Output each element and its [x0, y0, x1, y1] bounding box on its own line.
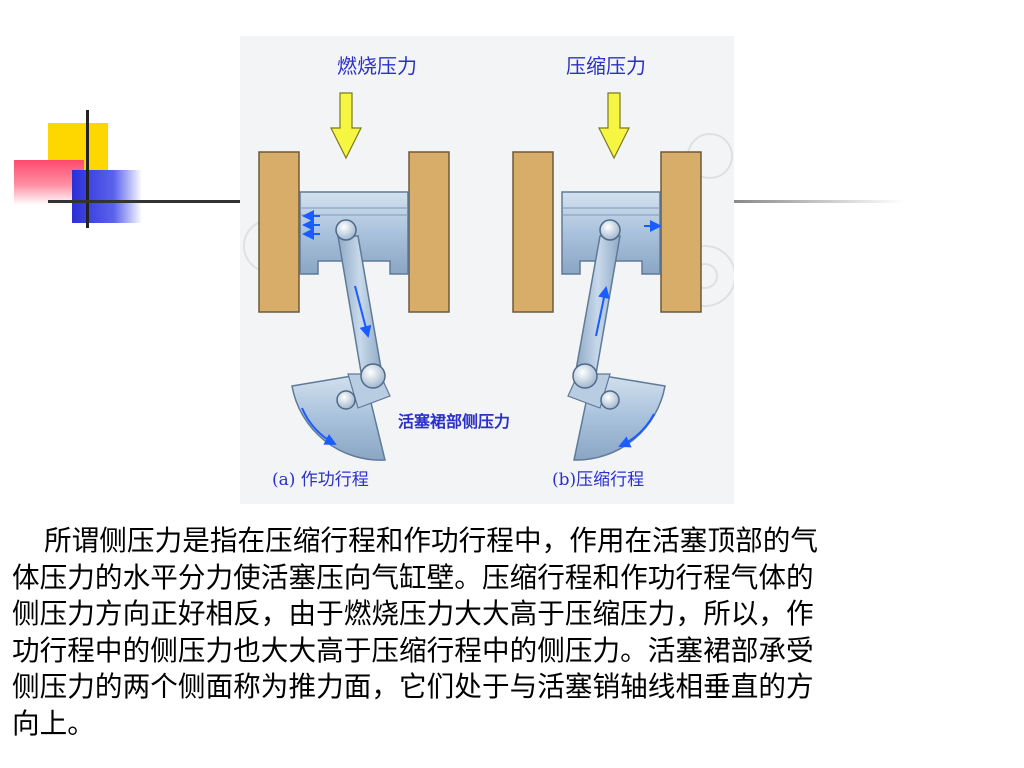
piston-diagram: 燃烧压力 (a) 作功行程 压缩压力: [240, 36, 734, 504]
paragraph-line: 侧压力的两个侧面称为推力面，它们处于与活塞销轴线相垂直的方: [12, 670, 814, 704]
paragraph-line: 侧压力方向正好相反，由于燃烧压力大大高于压缩压力，所以，作: [12, 597, 814, 631]
paragraph-line: 功行程中的侧压力也大大高于压缩行程中的侧压力。活塞裙部承受: [12, 633, 814, 667]
decor-horizontal-line-right: [734, 200, 904, 203]
paragraph-line: 体压力的水平分力使活塞压向气缸壁。压缩行程和作功行程气体的: [12, 560, 814, 594]
decor-horizontal-line-left: [48, 200, 240, 203]
decor-vertical-line: [86, 110, 89, 228]
left-crankshaft-center: [336, 390, 356, 410]
combustion-force-arrow: [330, 92, 362, 160]
left-crank-pin: [360, 363, 386, 389]
compression-force-arrow: [598, 92, 630, 160]
right-cylinder-wall-left: [512, 151, 554, 313]
left-side-pressure-arrows: [302, 210, 320, 240]
compression-pressure-label: 压缩压力: [566, 54, 646, 78]
right-piston-pin: [599, 219, 621, 241]
right-crankshaft-center: [600, 390, 620, 410]
power-stroke-caption: (a) 作功行程: [272, 470, 369, 490]
compression-stroke-caption: (b)压缩行程: [552, 470, 644, 490]
skirt-side-pressure-label: 活塞裙部侧压力: [398, 412, 510, 431]
right-crank-pin: [572, 363, 598, 389]
slide-decoration: [0, 0, 1024, 240]
paragraph-line: 向上。: [12, 706, 95, 740]
left-cylinder-wall-left: [258, 151, 300, 313]
combustion-pressure-label: 燃烧压力: [337, 54, 417, 78]
right-cylinder-wall-right: [660, 151, 702, 313]
left-cylinder-wall-right: [408, 151, 450, 313]
paragraph-line: 所谓侧压力是指在压缩行程和作功行程中，作用在活塞顶部的气: [44, 524, 819, 557]
decor-blue-square: [72, 170, 142, 223]
left-piston-pin: [335, 219, 357, 241]
explanation-paragraph: 所谓侧压力是指在压缩行程和作功行程中，作用在活塞顶部的气 体压力的水平分力使活塞…: [12, 523, 1012, 743]
piston-diagram-svg: 燃烧压力 (a) 作功行程 压缩压力: [243, 54, 734, 490]
